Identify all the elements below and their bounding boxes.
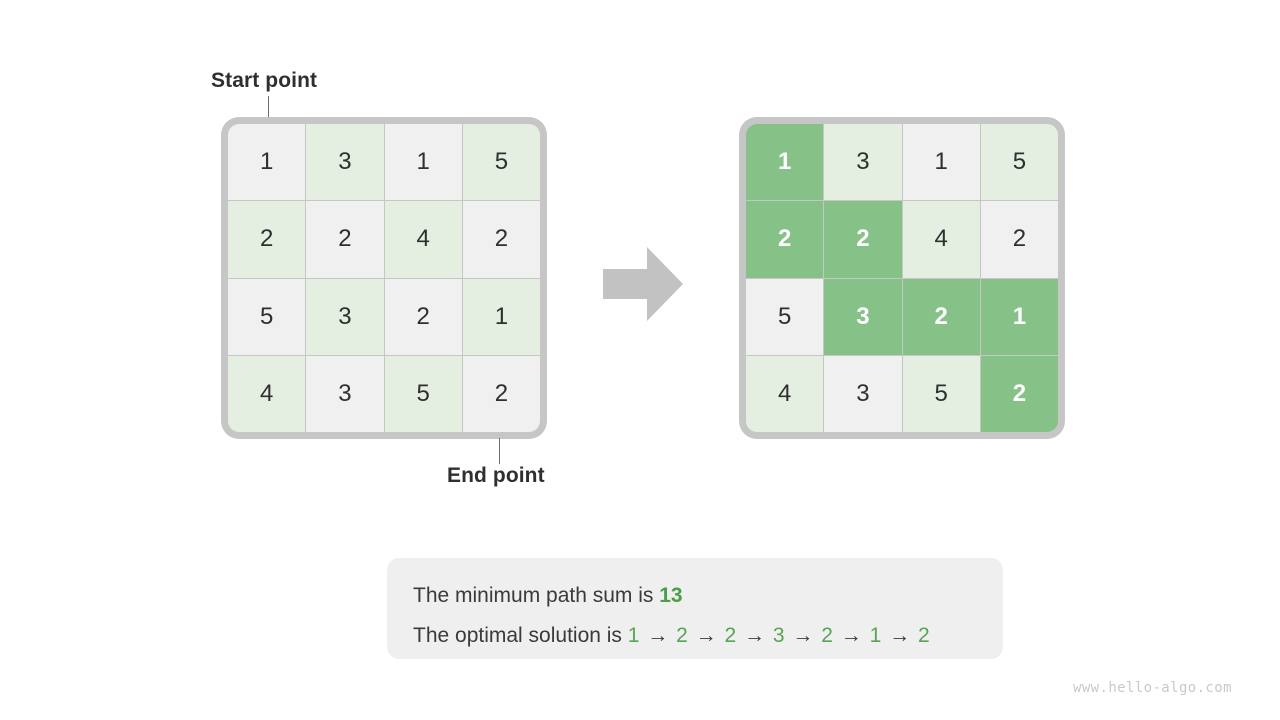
min-path-sum-prefix: The minimum path sum is (413, 584, 660, 607)
path-step-value: 2 (821, 624, 833, 647)
input-grid-cell: 4 (228, 355, 306, 432)
end-point-label: End point (447, 464, 545, 487)
start-point-label: Start point (211, 69, 318, 92)
path-step-value: 1 (869, 624, 882, 647)
solution-grid-cell: 2 (980, 201, 1058, 278)
input-grid-cell: 5 (228, 278, 306, 355)
input-grid-cell: 3 (306, 355, 384, 432)
input-grid-cell: 5 (384, 355, 462, 432)
path-arrow-icon: → (641, 624, 675, 647)
input-grid-cell: 1 (228, 124, 306, 201)
site-watermark: www.hello-algo.com (1073, 680, 1232, 696)
solution-grid-cell: 3 (824, 124, 902, 201)
input-grid-cell: 4 (384, 201, 462, 278)
path-step-value: 2 (676, 624, 688, 647)
path-step-value: 1 (627, 624, 640, 647)
path-arrow-icon: → (883, 624, 916, 647)
optimal-solution-line: The optimal solution is 1 → 2 → 2 → 3 → … (413, 616, 977, 656)
solution-grid-cell: 2 (746, 201, 824, 278)
input-grid-cell: 3 (306, 124, 384, 201)
solution-grid-cell: 5 (902, 355, 980, 432)
path-arrow-icon: → (834, 624, 868, 647)
input-grid-cell: 1 (384, 124, 462, 201)
input-grid-cell: 3 (306, 278, 384, 355)
optimal-solution-prefix: The optimal solution is (413, 624, 628, 647)
input-grid-cell: 2 (384, 278, 462, 355)
path-step-value: 3 (772, 624, 785, 647)
solution-grid-cell: 5 (980, 124, 1058, 201)
result-info-box: The minimum path sum is 13 The optimal s… (387, 558, 1003, 659)
optimal-path-sequence: 1 → 2 → 2 → 3 → 2 → 1 → 2 (628, 624, 930, 647)
solution-grid-cell: 2 (824, 201, 902, 278)
solution-grid-cell: 4 (902, 201, 980, 278)
end-point-connector-line (499, 438, 500, 464)
input-grid-cell: 2 (462, 355, 540, 432)
path-step-value: 2 (917, 624, 930, 647)
input-grid-cell: 2 (228, 201, 306, 278)
right-block-arrow-icon (603, 247, 683, 321)
path-arrow-icon: → (689, 624, 723, 647)
input-grid-cell: 5 (462, 124, 540, 201)
solution-grid-cell: 1 (980, 278, 1058, 355)
solution-grid-cell: 1 (902, 124, 980, 201)
min-path-sum-line: The minimum path sum is 13 (413, 576, 977, 616)
solution-grid-cell: 5 (746, 278, 824, 355)
solution-grid-cell: 4 (746, 355, 824, 432)
path-step-value: 2 (724, 624, 737, 647)
path-arrow-icon: → (738, 624, 771, 647)
solution-grid-cell: 1 (746, 124, 824, 201)
solution-grid-cell: 2 (980, 355, 1058, 432)
input-grid-cell: 1 (462, 278, 540, 355)
solution-grid-cell: 2 (902, 278, 980, 355)
solution-grid-cell: 3 (824, 278, 902, 355)
input-grid-cell: 2 (462, 201, 540, 278)
input-grid-cell: 2 (306, 201, 384, 278)
path-arrow-icon: → (786, 624, 820, 647)
solution-grid-cell: 3 (824, 355, 902, 432)
min-path-sum-value: 13 (659, 584, 683, 607)
